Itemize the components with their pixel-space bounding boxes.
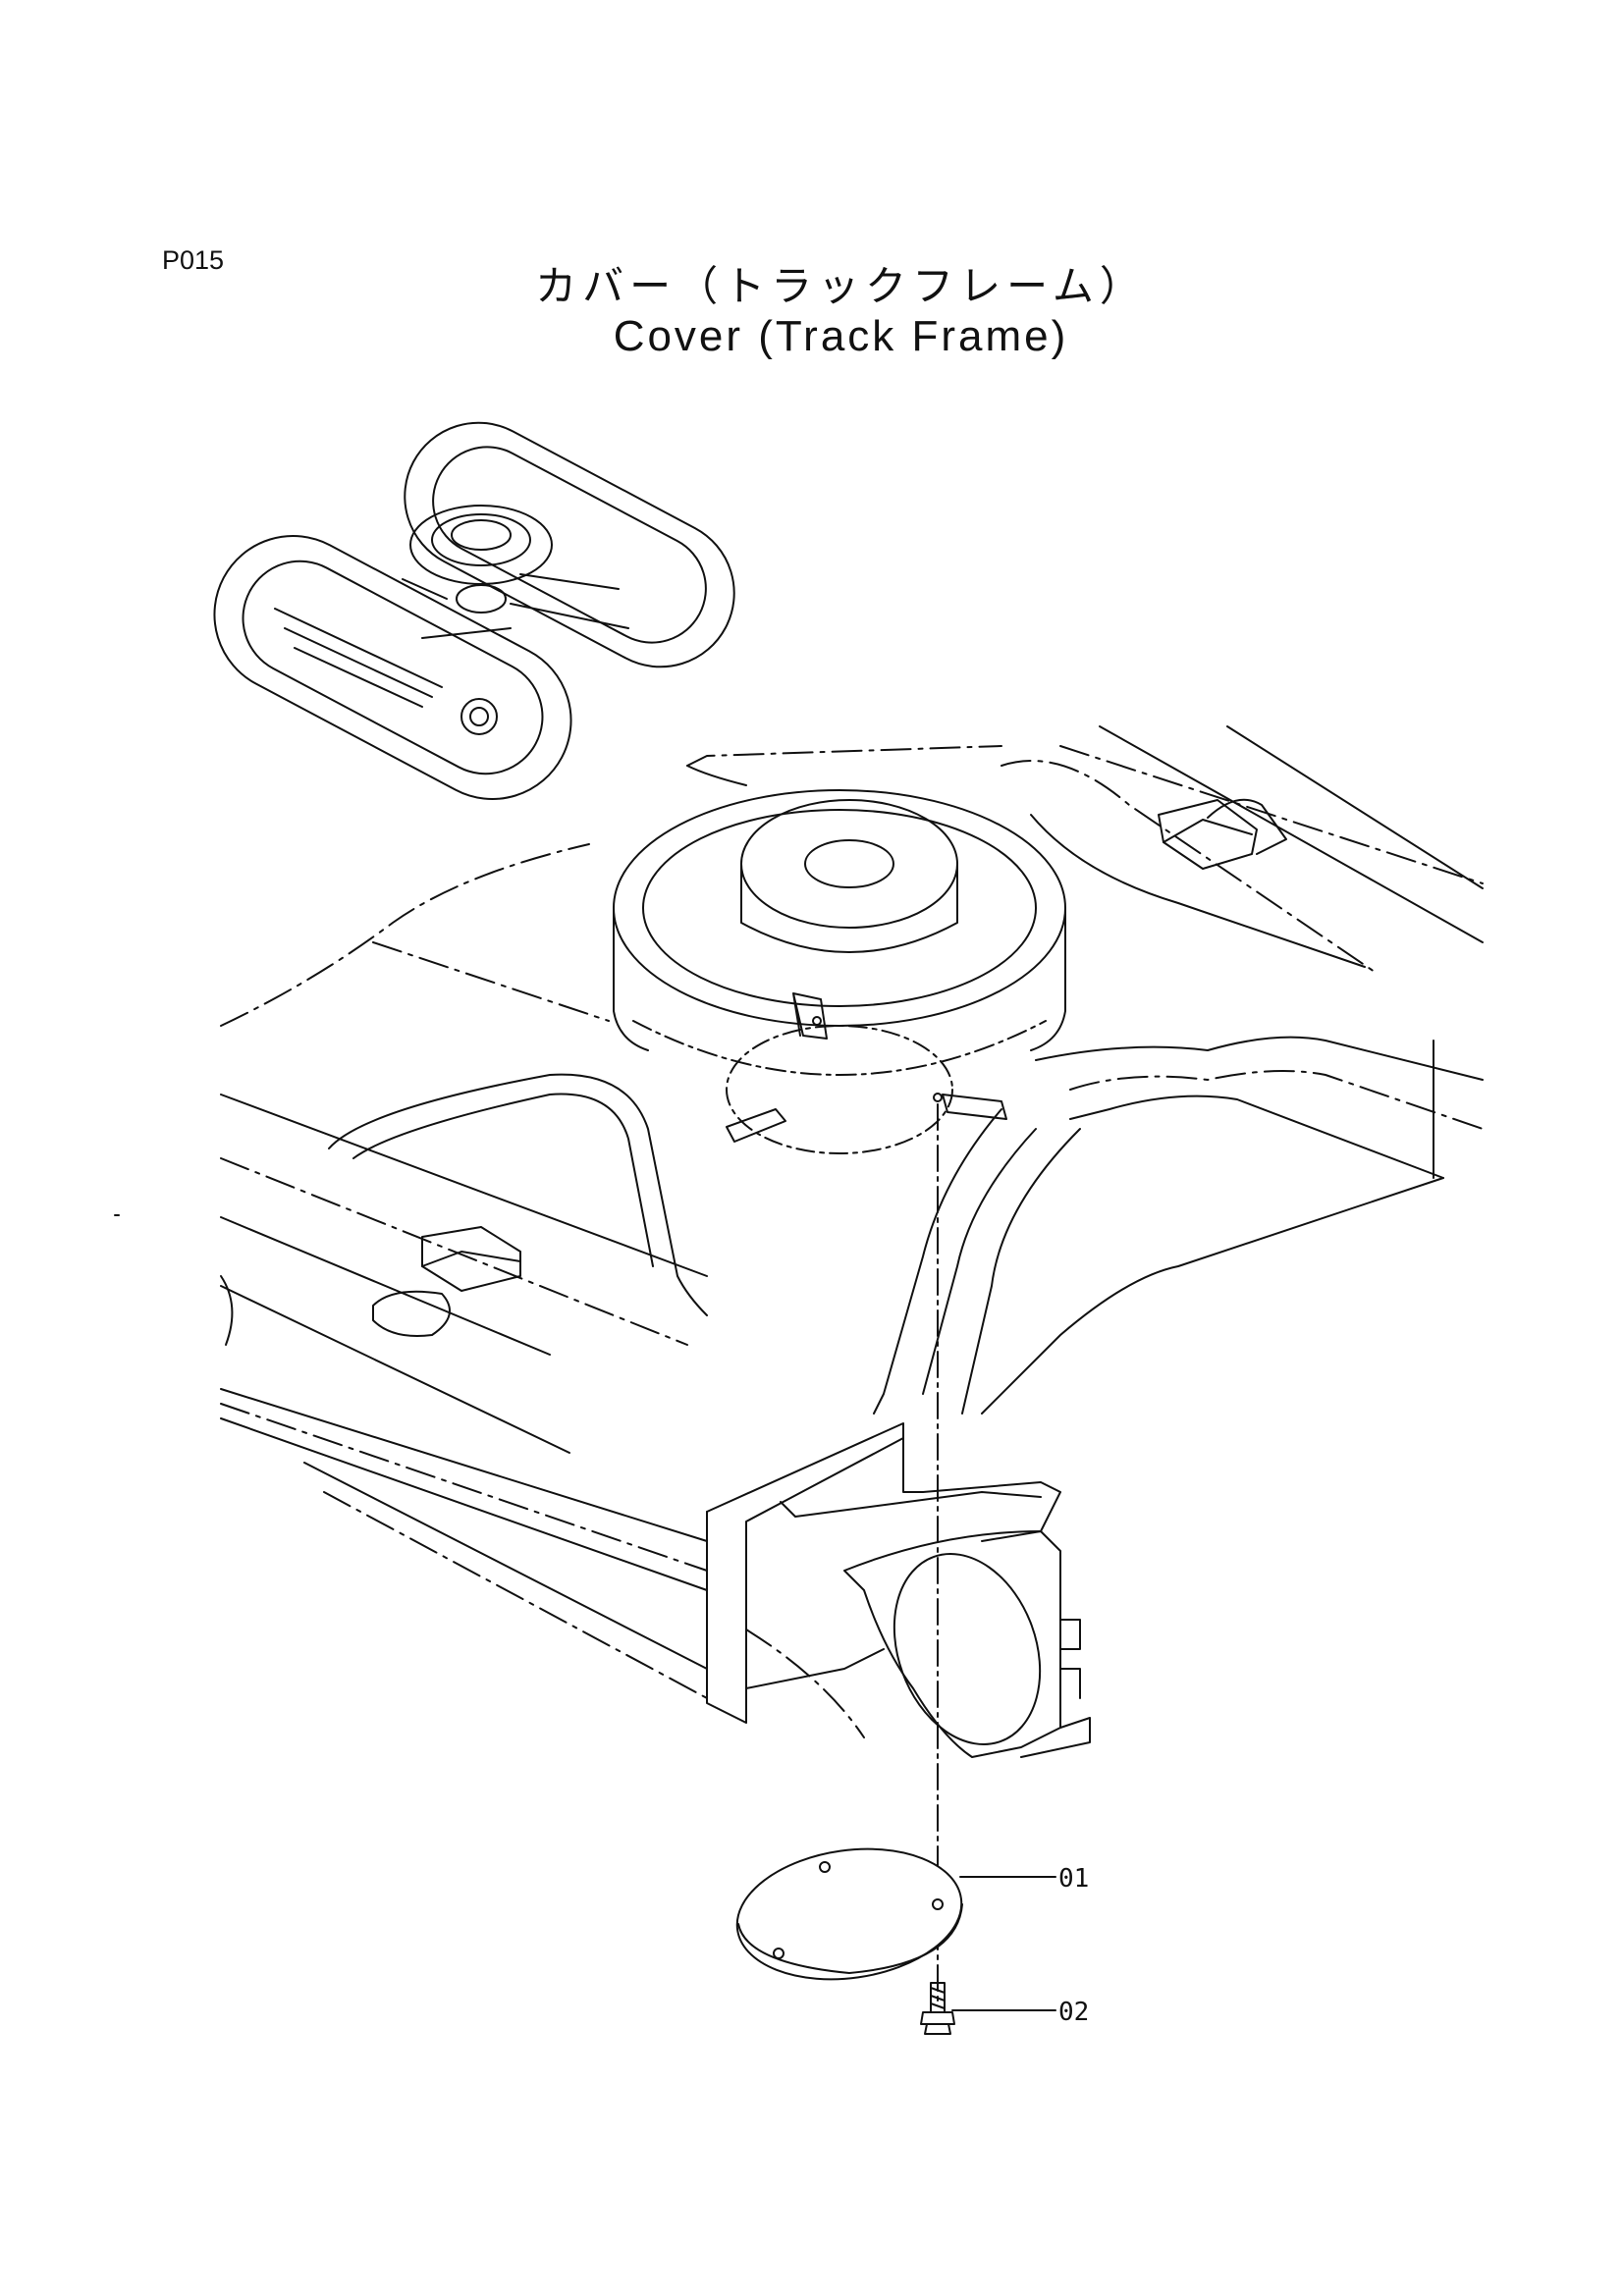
part-01-cover-plate: [735, 1847, 963, 1981]
callout-02: 02: [1058, 1998, 1089, 2027]
title-english: Cover (Track Frame): [613, 312, 1069, 360]
title-japanese: カバー（トラックフレーム）: [535, 262, 1147, 310]
callout-01: 01: [1058, 1864, 1089, 1894]
page-code: P015: [162, 245, 225, 275]
track-frame: [220, 725, 1484, 1758]
undercarriage-overview: [213, 421, 735, 800]
part-02-bolt: [920, 1982, 955, 2035]
